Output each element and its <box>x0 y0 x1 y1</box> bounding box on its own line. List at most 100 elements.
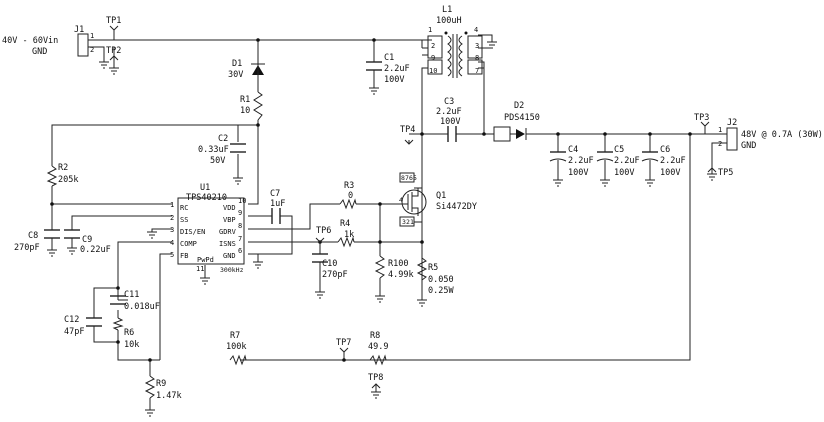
resistor-r1: R1 10 <box>240 91 263 121</box>
capacitor-c6: C6 2.2uF 100V <box>641 145 686 178</box>
resistor-r5: R5 0.050 0.25W <box>416 257 454 296</box>
ground-icon <box>375 295 385 303</box>
j1-pin2: 2 <box>90 46 94 54</box>
r6-value: 10k <box>124 340 139 350</box>
capacitor-c1: C1 2.2uF 100V <box>366 53 410 85</box>
r7-ref: R7 <box>230 331 240 341</box>
j1-label-gnd: GND <box>32 47 47 57</box>
capacitor-c11: C11 0.018uF <box>110 290 160 312</box>
q1-source-pin-1: 1 <box>410 218 414 226</box>
r5-value: 0.050 <box>428 275 454 285</box>
ground-icon <box>253 261 263 269</box>
c8-ref: C8 <box>28 231 38 241</box>
tp6-label: TP6 <box>316 226 331 236</box>
j2-pin1: 1 <box>718 126 722 134</box>
ground-icon <box>487 41 497 49</box>
ground-icon <box>233 177 243 185</box>
d2-ref: D2 <box>514 101 524 111</box>
j1-pin1: 1 <box>90 32 94 40</box>
r100-value: 4.99k <box>388 270 414 280</box>
r100-ref: R100 <box>388 259 408 269</box>
resistor-r6: R6 10k <box>112 317 139 350</box>
c3-value: 2.2uF <box>436 107 462 117</box>
q1-ref: Q1 <box>436 191 446 201</box>
u1-pin2-name: SS <box>180 216 188 224</box>
r4-value: 1k <box>344 230 354 240</box>
l1-value: 100uH <box>436 16 462 26</box>
ground-icon <box>47 249 57 257</box>
u1-pin7-num: 7 <box>238 235 242 243</box>
resistor-r8: R8 49.9 <box>368 331 388 366</box>
c4-voltage: 100V <box>568 168 588 178</box>
r6-ref: R6 <box>124 328 134 338</box>
r3-value: 0 <box>348 191 353 201</box>
l1-pin-8: 8 <box>475 54 479 62</box>
wires <box>51 30 727 410</box>
c3-ref: C3 <box>444 97 454 107</box>
capacitor-c2: C2 0.33uF 50V <box>198 134 246 166</box>
tp1-label: TP1 <box>106 16 121 26</box>
ground-icon <box>145 409 155 417</box>
test-point-tp5: TP5 <box>707 167 733 178</box>
capacitor-c12: C12 47pF <box>64 315 102 337</box>
u1-pin3-name: DIS/EN <box>180 228 205 236</box>
resistor-r2: R2 205k <box>46 163 78 187</box>
test-point-tp3: TP3 <box>694 113 709 127</box>
c6-ref: C6 <box>660 145 670 155</box>
c6-voltage: 100V <box>660 168 680 178</box>
l1-pin-10: 10 <box>429 67 437 75</box>
ground-icon <box>553 179 563 187</box>
c2-value: 0.33uF <box>198 145 229 155</box>
u1-ref: U1 <box>200 183 210 193</box>
r1-value: 10 <box>240 106 250 116</box>
c2-voltage: 50V <box>210 156 225 166</box>
j2-ref: J2 <box>727 118 737 128</box>
tp8-label: TP8 <box>368 373 383 383</box>
u1-pin4-num: 4 <box>170 239 174 247</box>
l1-pin-1: 1 <box>428 26 432 34</box>
u1-pin5-num: 5 <box>170 251 174 259</box>
capacitor-c9: C9 0.22uF <box>64 229 111 255</box>
q1-source-pin-2: 2 <box>406 218 410 226</box>
r1-ref: R1 <box>240 95 250 105</box>
c10-ref: C10 <box>322 259 337 269</box>
test-point-tp6: TP6 <box>315 226 331 243</box>
c9-value: 0.22uF <box>80 245 111 255</box>
d1-ref: D1 <box>232 59 242 69</box>
u1-pin1-name: RC <box>180 204 188 212</box>
junction-dots <box>50 38 692 362</box>
l1-pin-9: 9 <box>431 54 435 62</box>
ground-icon <box>417 299 427 307</box>
c3-voltage: 100V <box>440 117 460 127</box>
u1-pin6-name: GND <box>223 252 236 260</box>
mosfet-q1: 8 7 6 5 4 3 2 1 Q1 Si4472DY <box>398 172 477 227</box>
c12-ref: C12 <box>64 315 79 325</box>
l1-pin-3: 3 <box>475 42 479 50</box>
u1-pin9-num: 9 <box>238 209 242 217</box>
r9-value: 1.47k <box>156 391 182 401</box>
test-point-tp1: TP1 <box>106 16 121 31</box>
r7-value: 100k <box>226 342 246 352</box>
c5-value: 2.2uF <box>614 156 640 166</box>
q1-drain-pin-8: 8 <box>401 174 405 182</box>
test-point-tp8: TP8 <box>368 373 383 389</box>
inductor-l1: L1 100uH 1 2 9 10 4 3 8 7 <box>427 5 483 78</box>
u1-pad-pin: 11 <box>196 265 204 273</box>
capacitor-c3: C3 2.2uF 100V <box>436 97 462 142</box>
r9-ref: R9 <box>156 379 166 389</box>
ground-icon <box>315 291 325 299</box>
ground-icon <box>67 247 77 255</box>
r2-value: 205k <box>58 175 78 185</box>
j2-label-vout: 48V @ 0.7A (30W) <box>741 130 823 140</box>
q1-drain-pin-7: 7 <box>405 174 409 182</box>
r5-value2: 0.25W <box>428 286 454 296</box>
tp4-label: TP4 <box>400 125 415 135</box>
resistor-r7: R7 100k <box>226 331 247 366</box>
ground-icon <box>369 87 379 95</box>
q1-drain-pin-5: 5 <box>413 174 417 182</box>
ground-icon <box>99 61 109 69</box>
c2-ref: C2 <box>218 134 228 144</box>
tp7-label: TP7 <box>336 338 351 348</box>
r8-value: 49.9 <box>368 342 388 352</box>
capacitor-c7: C7 1uF <box>270 189 285 224</box>
